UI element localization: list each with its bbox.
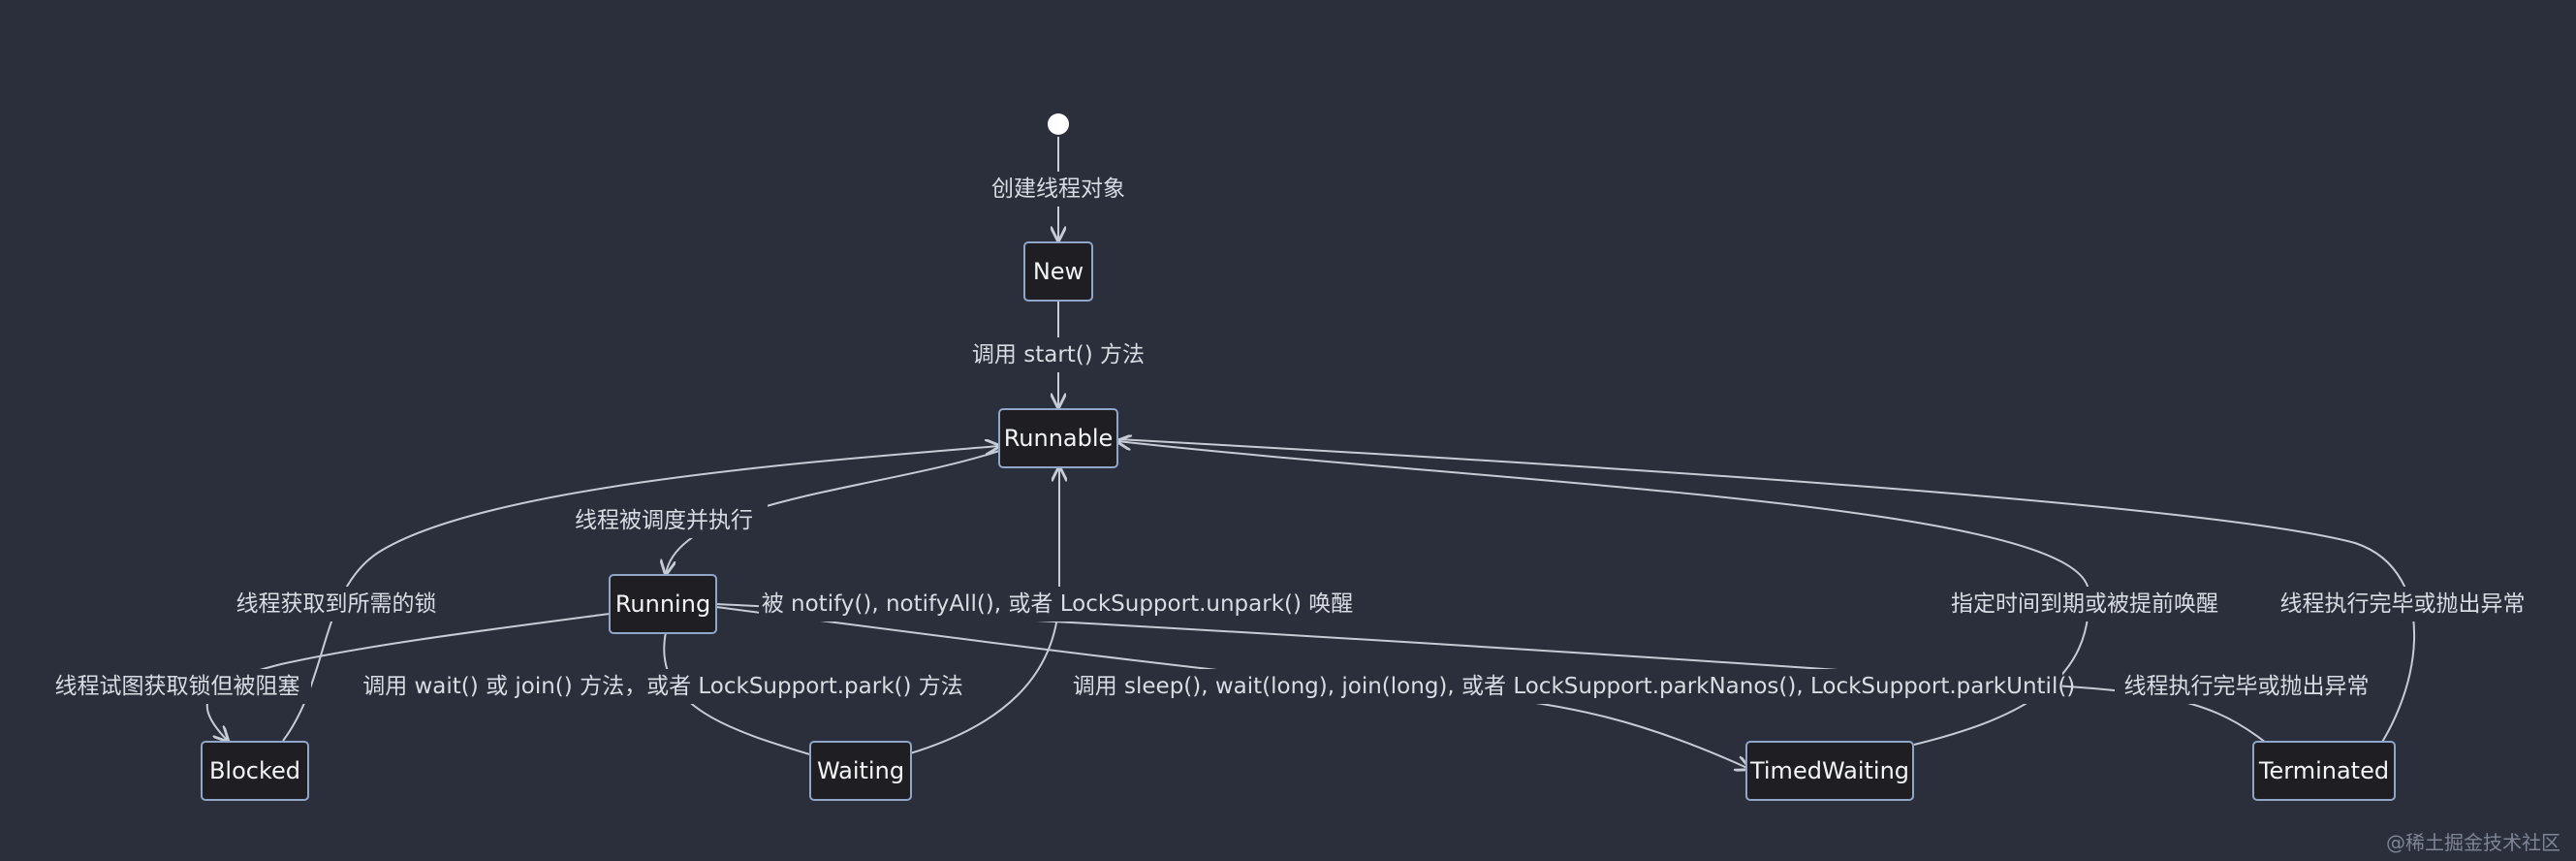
svg-text:线程执行完毕或抛出异常: 线程执行完毕或抛出异常: [2124, 674, 2370, 699]
svg-text:线程试图获取锁但被阻塞: 线程试图获取锁但被阻塞: [55, 674, 300, 699]
svg-text:Waiting: Waiting: [817, 757, 904, 784]
edge-finish-from-runnable: [1116, 438, 2415, 769]
node-waiting: Waiting: [809, 741, 912, 801]
node-running: Running: [609, 574, 717, 634]
label-timeout-wake: 指定时间到期或被提前唤醒: [1935, 587, 2234, 622]
svg-text:线程被调度并执行: 线程被调度并执行: [575, 508, 753, 533]
label-wait-call: 调用 wait() 或 join() 方法，或者 LockSupport.par…: [361, 669, 965, 704]
svg-text:调用 start() 方法: 调用 start() 方法: [972, 342, 1145, 367]
label-schedule: 线程被调度并执行: [560, 503, 768, 538]
svg-text:Blocked: Blocked: [209, 757, 300, 784]
label-finish-from-runnable: 线程执行完毕或抛出异常: [2269, 587, 2536, 622]
label-lock-acquired: 线程获取到所需的锁: [224, 587, 449, 622]
label-finish-from-running: 线程执行完毕或抛出异常: [2115, 669, 2378, 704]
node-blocked: Blocked: [201, 741, 309, 801]
watermark: @稀土掘金技术社区: [2386, 831, 2560, 854]
svg-text:指定时间到期或被提前唤醒: 指定时间到期或被提前唤醒: [1951, 591, 2218, 617]
svg-text:调用 wait() 或 join() 方法，或者 LockS: 调用 wait() 或 join() 方法，或者 LockSupport.par…: [362, 674, 963, 699]
svg-text:创建线程对象: 创建线程对象: [991, 176, 1125, 202]
edge-schedule: [666, 450, 1000, 574]
node-timed-waiting: TimedWaiting: [1745, 741, 1914, 801]
svg-text:被 notify(), notifyAll(), 或者 Lo: 被 notify(), notifyAll(), 或者 LockSupport.…: [762, 591, 1354, 617]
node-runnable: Runnable: [998, 408, 1118, 468]
svg-text:Terminated: Terminated: [2258, 757, 2389, 784]
label-create: 创建线程对象: [981, 172, 1136, 207]
svg-text:线程执行完毕或抛出异常: 线程执行完毕或抛出异常: [2280, 591, 2526, 617]
svg-text:New: New: [1033, 258, 1084, 285]
label-blocked-attempt: 线程试图获取锁但被阻塞: [44, 669, 311, 704]
svg-text:线程获取到所需的锁: 线程获取到所需的锁: [236, 591, 437, 617]
label-notify: 被 notify(), notifyAll(), 或者 LockSupport.…: [759, 587, 1356, 622]
label-start: 调用 start() 方法: [963, 337, 1153, 372]
svg-text:TimedWaiting: TimedWaiting: [1749, 757, 1909, 784]
svg-text:Runnable: Runnable: [1004, 425, 1114, 452]
label-sleep-call: 调用 sleep(), wait(long), join(long), 或者 L…: [1073, 669, 2076, 704]
svg-text:Running: Running: [615, 590, 710, 618]
initial-state-dot: [1048, 113, 1069, 135]
node-new: New: [1023, 241, 1093, 302]
node-terminated: Terminated: [2252, 741, 2396, 801]
svg-text:调用 sleep(), wait(long), join(l: 调用 sleep(), wait(long), join(long), 或者 L…: [1073, 674, 2076, 699]
